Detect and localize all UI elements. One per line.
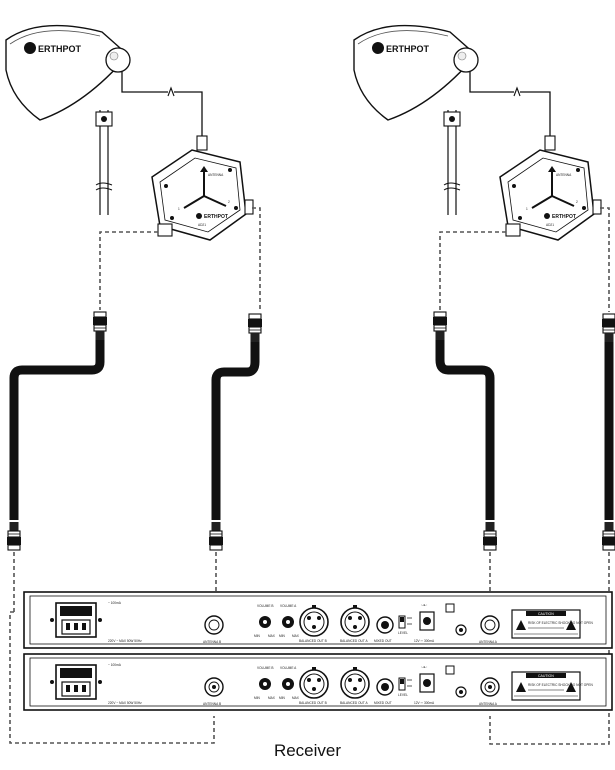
splitter-brand-label: ERTHPOT bbox=[552, 214, 576, 220]
power-rating-label: ~ 100mA bbox=[108, 601, 122, 605]
balanced-out-a-label: BALANCED OUT A bbox=[340, 701, 368, 705]
splitter-model-label: AD21 bbox=[198, 223, 206, 227]
left-splitter: ANTENNA 2 1 ERTHPOT AD21 bbox=[151, 149, 254, 241]
power-text-label: 220V ~ MAX 50W 50Hz bbox=[108, 701, 142, 705]
power-rating-label: ~ 100mA bbox=[108, 663, 122, 667]
receiver-caption: Receiver bbox=[273, 741, 342, 760]
caution-text: RISK OF ELECTRIC SHOCK DO NOT OPEN bbox=[528, 683, 593, 687]
caution-label-1: CAUTION RISK OF ELECTRIC SHOCK DO NOT OP… bbox=[511, 609, 593, 639]
caution-title: CAUTION bbox=[538, 674, 554, 678]
balanced-out-b-label: BALANCED OUT B bbox=[299, 639, 327, 643]
mixed-out-label: MIXED OUT bbox=[374, 639, 392, 643]
antenna-a-label: ANTENNA A bbox=[479, 702, 498, 706]
knob-min-label: MIN bbox=[254, 634, 261, 638]
knob-max-label: MAX bbox=[268, 634, 276, 638]
left-antenna-assembly: ERTHPOT ANTENNA 2 1 ERTHPOT AD21 bbox=[5, 24, 263, 551]
dc-polarity-icon: ◦-●-◦ bbox=[421, 665, 427, 669]
receiver-unit-2: ~ 100mA 220V ~ MAX 50W 50Hz ANTENNA B VO… bbox=[23, 653, 613, 711]
splitter-brand-label: ERTHPOT bbox=[204, 214, 228, 220]
volume-a-label: VOLUME A bbox=[280, 604, 297, 608]
splitter-output-2-label: 2 bbox=[576, 200, 578, 204]
antenna-b-label: ANTENNA B bbox=[203, 702, 221, 706]
mixed-out-label: MIXED OUT bbox=[374, 701, 392, 705]
power-inlet-1 bbox=[50, 602, 102, 638]
indicator-square bbox=[445, 665, 455, 675]
indicator-square bbox=[445, 603, 455, 613]
splitter-output-2-label: 2 bbox=[228, 200, 230, 204]
antenna-brand-label: ERTHPOT bbox=[38, 44, 82, 54]
volume-b-label: VOLUME B bbox=[257, 666, 273, 670]
right-coax-cable-1 bbox=[432, 311, 498, 551]
right-antenna-assembly: ERTHPOT ANTENNA 2 1 ERTHPOT AD21 bbox=[353, 24, 615, 551]
knob-min-label: MIN bbox=[279, 634, 286, 638]
power-text-label: 220V ~ MAX 50W 50Hz bbox=[108, 639, 142, 643]
right-splitter: ANTENNA 2 1 ERTHPOT AD21 bbox=[499, 149, 602, 241]
receiver-unit-1: ~ 100mA 220V ~ MAX 50W 50Hz ANTENNA B VO… bbox=[23, 591, 613, 649]
splitter-antenna-label: ANTENNA bbox=[556, 173, 572, 177]
knob-min-label: MIN bbox=[279, 696, 286, 700]
splitter-antenna-label: ANTENNA bbox=[208, 173, 224, 177]
dc-in-label: 12V ⎓ 300mA bbox=[414, 701, 435, 705]
balanced-out-a-xlr bbox=[340, 605, 370, 637]
caution-text: RISK OF ELECTRIC SHOCK DO NOT OPEN bbox=[528, 621, 593, 625]
balanced-out-b-label: BALANCED OUT B bbox=[299, 701, 327, 705]
balanced-out-b-xlr bbox=[299, 667, 329, 699]
left-coax-cable-1 bbox=[6, 311, 108, 551]
balanced-out-b-xlr bbox=[299, 605, 329, 637]
balanced-out-a-xlr bbox=[340, 667, 370, 699]
dc-polarity-icon: ◦-●-◦ bbox=[421, 603, 427, 607]
splitter-output-1-label: 1 bbox=[178, 207, 180, 211]
right-coax-cable-2 bbox=[601, 313, 615, 551]
dc-in-label: 12V ⎓ 300mA bbox=[414, 639, 435, 643]
level-label: LEVEL bbox=[398, 693, 408, 697]
volume-a-label: VOLUME A bbox=[280, 666, 297, 670]
antenna-a-label: ANTENNA A bbox=[479, 640, 498, 644]
knob-max-label: MAX bbox=[292, 634, 300, 638]
splitter-model-label: AD21 bbox=[546, 223, 554, 227]
knob-min-label: MIN bbox=[254, 696, 261, 700]
cable-to-receiver-links bbox=[9, 552, 610, 745]
volume-b-label: VOLUME B bbox=[257, 604, 273, 608]
caution-label-2: CAUTION RISK OF ELECTRIC SHOCK DO NOT OP… bbox=[511, 671, 593, 701]
antenna-logo-icon bbox=[24, 42, 36, 54]
left-coax-cable-2 bbox=[208, 313, 263, 551]
antenna-b-label: ANTENNA B bbox=[203, 640, 221, 644]
knob-max-label: MAX bbox=[268, 696, 276, 700]
antenna-brand-label: ERTHPOT bbox=[386, 44, 430, 54]
antenna-logo-icon bbox=[372, 42, 384, 54]
power-inlet-2 bbox=[50, 664, 102, 700]
splitter-output-1-label: 1 bbox=[526, 207, 528, 211]
caution-title: CAUTION bbox=[538, 612, 554, 616]
balanced-out-a-label: BALANCED OUT A bbox=[340, 639, 368, 643]
knob-max-label: MAX bbox=[292, 696, 300, 700]
level-label: LEVEL bbox=[398, 631, 408, 635]
